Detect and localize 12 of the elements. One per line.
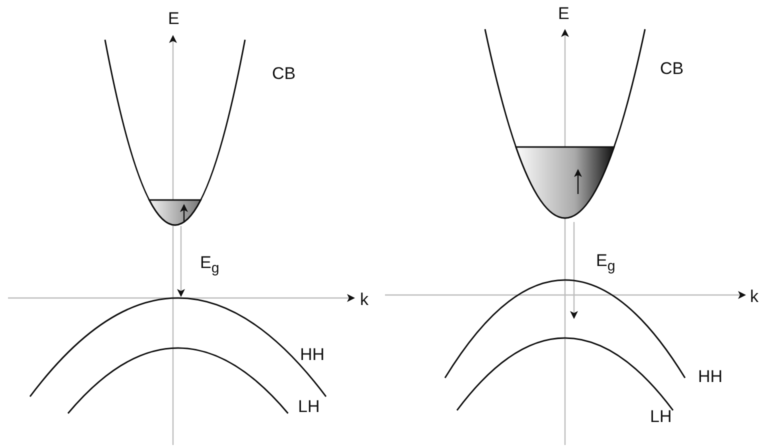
axis-label: E <box>168 10 180 27</box>
band-label: CB <box>660 60 684 77</box>
energy-gap-label: E$_{g}$ <box>200 254 220 276</box>
energy-gap-label: E$_{g}$ <box>596 252 616 274</box>
band-label: LH <box>298 398 320 415</box>
axis-label: k <box>360 291 368 308</box>
band-label: HH <box>698 368 723 385</box>
axis-label: E <box>558 5 570 22</box>
band-label: CB <box>272 65 296 82</box>
axis-label: k <box>750 288 758 305</box>
band-label: HH <box>300 346 325 363</box>
band-label: LH <box>650 408 672 425</box>
